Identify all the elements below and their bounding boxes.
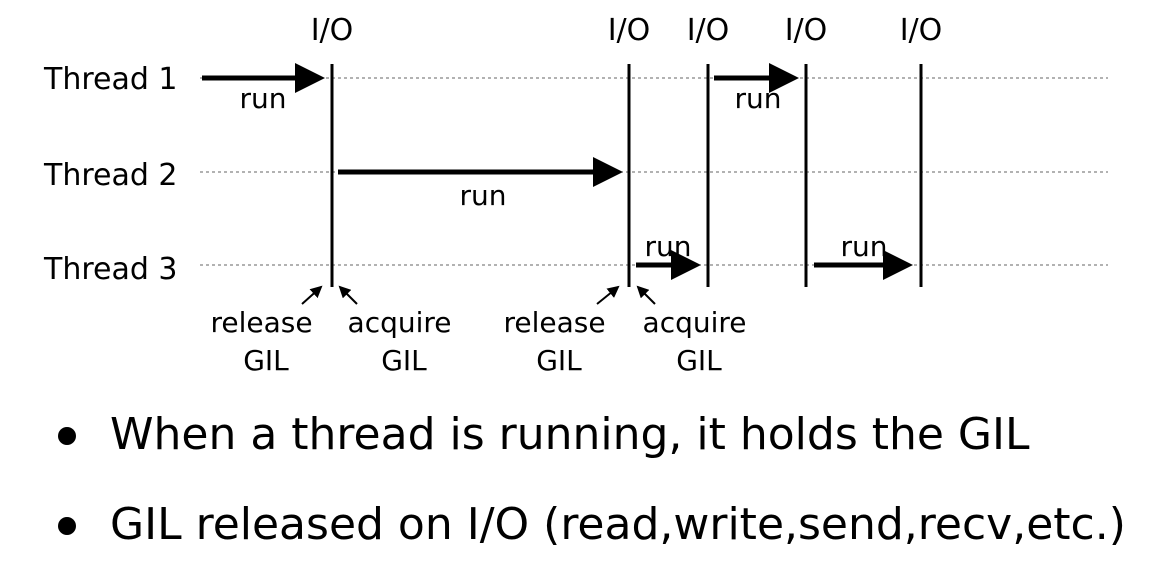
release-gil-label-2: release GIL bbox=[503, 306, 614, 377]
run-label-thread-3-a: run bbox=[644, 230, 691, 263]
acquire-gil-pointer-1 bbox=[338, 285, 358, 305]
thread-2-label: Thread 2 bbox=[43, 158, 178, 193]
release-gil-label-1: release GIL bbox=[210, 306, 321, 377]
thread-3-label: Thread 3 bbox=[43, 252, 178, 287]
bullet-list: When a thread is running, it holds the G… bbox=[52, 410, 1126, 550]
release-gil-label-2-line2: GIL bbox=[536, 344, 582, 377]
run-label-thread-1-b: run bbox=[734, 82, 781, 115]
run-label-thread-1-a: run bbox=[239, 82, 286, 115]
run-label-thread-3-b: run bbox=[840, 230, 887, 263]
acquire-gil-label-1-line1: acquire bbox=[348, 306, 452, 339]
io-label-5: I/O bbox=[900, 13, 943, 48]
io-label-4: I/O bbox=[785, 13, 828, 48]
acquire-gil-label-2-line1: acquire bbox=[643, 306, 747, 339]
release-gil-label-1-line1: release bbox=[210, 306, 312, 339]
gil-timeline-diagram: Thread 1 Thread 2 Thread 3 I/O I/O I/O I… bbox=[43, 13, 1108, 377]
io-label-2: I/O bbox=[608, 13, 651, 48]
bullet-item-2: GIL released on I/O (read,write,send,rec… bbox=[52, 500, 1126, 550]
thread-1-label: Thread 1 bbox=[43, 62, 178, 97]
bullet-item-1: When a thread is running, it holds the G… bbox=[52, 410, 1126, 460]
acquire-gil-label-2: acquire GIL bbox=[643, 306, 756, 377]
bullet-dot-icon bbox=[58, 427, 76, 445]
release-gil-label-1-line2: GIL bbox=[243, 344, 289, 377]
acquire-gil-label-1: acquire GIL bbox=[348, 306, 461, 377]
release-gil-pointer-2 bbox=[596, 285, 620, 305]
acquire-gil-label-1-line2: GIL bbox=[381, 344, 427, 377]
release-gil-label-2-line1: release bbox=[503, 306, 605, 339]
acquire-gil-pointer-2 bbox=[636, 285, 656, 305]
io-label-1: I/O bbox=[311, 13, 354, 48]
io-label-3: I/O bbox=[687, 13, 730, 48]
acquire-gil-label-2-line2: GIL bbox=[676, 344, 722, 377]
bullet-text-2: GIL released on I/O (read,write,send,rec… bbox=[110, 499, 1126, 550]
run-label-thread-2: run bbox=[459, 179, 506, 212]
release-gil-pointer-1 bbox=[301, 285, 323, 305]
bullet-dot-icon bbox=[58, 517, 76, 535]
bullet-text-1: When a thread is running, it holds the G… bbox=[110, 409, 1030, 460]
